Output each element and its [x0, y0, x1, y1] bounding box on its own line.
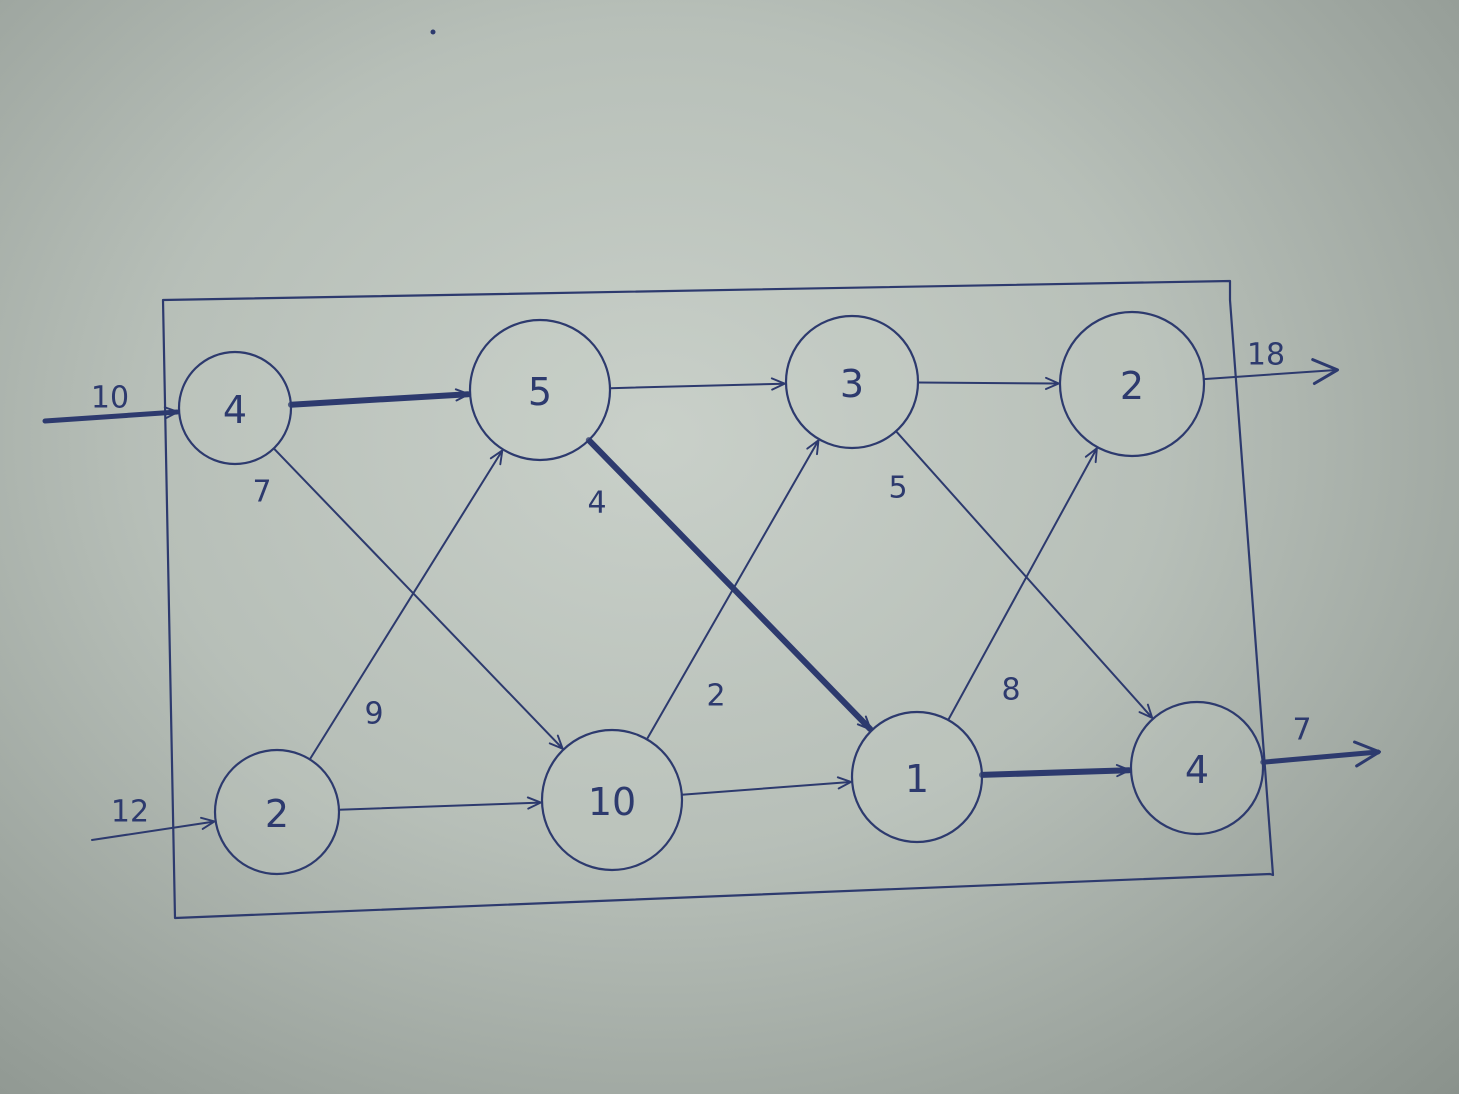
output-arrow-n7 [1202, 358, 1339, 386]
edge-n4-n5 [645, 439, 820, 741]
edge-n5-n7 [917, 376, 1060, 390]
edge-weight-n3-n6: 4 [587, 486, 606, 521]
output-value-n8: 7 [1292, 713, 1311, 748]
edge-n3-n6 [585, 437, 874, 732]
node-label: 10 [588, 780, 636, 824]
node-circle [540, 728, 684, 872]
edge-n2-n3 [308, 449, 504, 761]
node-label: 4 [223, 388, 247, 432]
ink-dot [430, 29, 436, 35]
boundary-rectangle [161, 279, 1275, 920]
node-n3: 5 [468, 318, 612, 462]
input-value-n2: 12 [111, 795, 149, 830]
edge-weight-n4-n5: 2 [706, 679, 725, 714]
node-label: 1 [905, 757, 929, 801]
node-n7: 2 [1058, 310, 1206, 458]
node-circle [468, 318, 612, 462]
node-n5: 3 [784, 314, 920, 450]
edge-n1-n3 [287, 388, 472, 408]
node-n4: 10 [540, 728, 684, 872]
edges-layer: 7 9 4 2 5 8 [252, 376, 1154, 811]
output-value-n7: 18 [1247, 338, 1285, 373]
edge-n6-n8 [979, 764, 1132, 778]
node-circle [850, 710, 984, 844]
node-label: 5 [528, 370, 552, 414]
nodes-layer: 4 2 5 10 3 1 2 4 [177, 310, 1265, 876]
input-arrow-n2 [91, 816, 216, 841]
node-n1: 4 [177, 350, 293, 466]
edge-weight-n2-n3: 9 [364, 697, 383, 732]
node-n2: 2 [213, 748, 341, 876]
node-circle [1129, 700, 1265, 836]
node-label: 2 [265, 792, 289, 836]
edge-n6-n7 [947, 447, 1098, 721]
node-label: 4 [1185, 748, 1209, 792]
edge-weight-n5-n8: 5 [888, 471, 907, 506]
node-circle [784, 314, 920, 450]
edge-weight-n1-n4: 7 [252, 475, 271, 510]
node-circle [213, 748, 341, 876]
output-arrow-n8 [1260, 740, 1381, 768]
edge-n1-n4 [272, 447, 564, 750]
node-circle [1058, 310, 1206, 458]
node-n8: 4 [1129, 700, 1265, 836]
input-value-n1: 10 [91, 381, 129, 416]
edge-n2-n4 [338, 796, 542, 811]
edge-n4-n6 [680, 776, 852, 796]
node-label: 2 [1120, 364, 1144, 408]
edge-n5-n8 [895, 430, 1154, 719]
input-arrow-n1 [42, 406, 180, 424]
node-circle [177, 350, 293, 466]
node-n6: 1 [850, 710, 984, 844]
node-label: 3 [840, 362, 864, 406]
edge-weight-n6-n7: 8 [1001, 673, 1020, 708]
edge-n3-n5 [609, 377, 786, 391]
